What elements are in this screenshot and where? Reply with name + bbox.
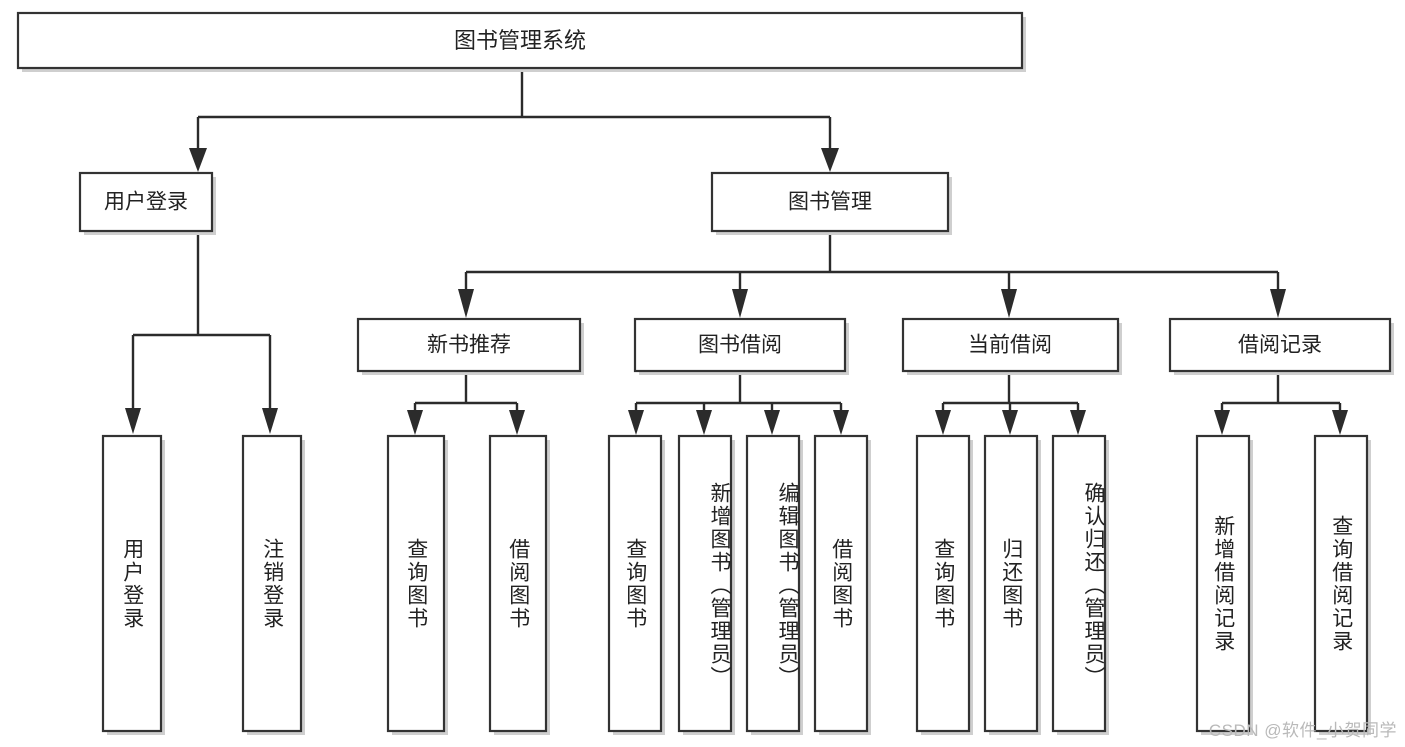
node-leaf-query-record-box[interactable] — [1313, 434, 1369, 733]
node-book-borrow-label: 图书借阅 — [698, 334, 782, 357]
node-leaf-query-book-2-box[interactable] — [607, 434, 663, 733]
arrow-leaf-confirm-return — [1070, 410, 1086, 435]
arrow-to-book-borrow — [732, 289, 748, 318]
arrow-to-new-book-recommend — [458, 289, 474, 318]
node-borrow-record[interactable]: 借阅记录 — [1168, 317, 1394, 375]
arrow-to-book-management — [821, 148, 839, 172]
node-root[interactable]: 图书管理系统 — [16, 11, 1026, 72]
node-leaf-user-login-box[interactable] — [101, 434, 163, 733]
node-leaf-return-book[interactable] — [983, 434, 1041, 735]
node-leaf-edit-book-box[interactable] — [745, 434, 801, 733]
node-leaf-query-record[interactable] — [1313, 434, 1371, 735]
arrow-leaf-query-book-3 — [935, 410, 951, 435]
node-leaf-query-book-3[interactable] — [915, 434, 973, 735]
node-leaf-borrow-book-2[interactable] — [813, 434, 871, 735]
node-leaf-add-record-box[interactable] — [1195, 434, 1251, 733]
node-new-book-recommend-label: 新书推荐 — [427, 334, 511, 357]
node-user-login[interactable]: 用户登录 — [78, 171, 216, 235]
node-leaf-query-book-3-box[interactable] — [915, 434, 971, 733]
node-leaf-user-login[interactable] — [101, 434, 165, 735]
node-book-management[interactable]: 图书管理 — [710, 171, 952, 235]
arrow-leaf-borrow-book-1 — [509, 410, 525, 435]
node-root-box[interactable] — [16, 11, 1024, 70]
node-book-borrow[interactable]: 图书借阅 — [633, 317, 849, 375]
node-leaf-query-book-1[interactable] — [386, 434, 448, 735]
node-borrow-record-label: 借阅记录 — [1238, 334, 1322, 357]
node-leaf-query-book-2[interactable] — [607, 434, 665, 735]
arrow-leaf-query-book-1 — [407, 410, 423, 435]
arrow-leaf-user-login — [125, 408, 141, 434]
arrow-to-user-login — [189, 148, 207, 172]
node-root-label: 图书管理系统 — [454, 28, 586, 53]
node-leaf-add-record[interactable] — [1195, 434, 1253, 735]
arrow-leaf-add-record — [1214, 410, 1230, 435]
node-current-borrow[interactable]: 当前借阅 — [901, 317, 1122, 375]
node-leaf-return-book-box[interactable] — [983, 434, 1039, 733]
arrow-to-current-borrow — [1001, 289, 1017, 318]
node-new-book-recommend-box[interactable] — [356, 317, 582, 373]
node-leaf-borrow-book-1-box[interactable] — [488, 434, 548, 733]
node-leaf-add-book[interactable] — [677, 434, 735, 735]
node-book-management-box[interactable] — [710, 171, 950, 233]
node-leaf-query-book-1-box[interactable] — [386, 434, 446, 733]
node-new-book-recommend[interactable]: 新书推荐 — [356, 317, 584, 375]
connector-layer — [125, 70, 1348, 435]
arrow-leaf-borrow-book-2 — [833, 410, 849, 435]
arrow-leaf-return-book — [1002, 410, 1018, 435]
arrow-leaf-query-record — [1332, 410, 1348, 435]
node-current-borrow-label: 当前借阅 — [968, 334, 1052, 357]
csdn-watermark: CSDN @软件_小贺同学 — [1208, 721, 1397, 740]
arrow-leaf-add-book — [696, 410, 712, 435]
node-leaf-borrow-book-2-box[interactable] — [813, 434, 869, 733]
arrow-to-borrow-record — [1270, 289, 1286, 318]
leaf-nodes-layer — [101, 434, 1371, 735]
arrow-leaf-query-book-2 — [628, 410, 644, 435]
node-book-borrow-box[interactable] — [633, 317, 847, 373]
node-leaf-confirm-return-box[interactable] — [1051, 434, 1107, 733]
node-user-login-label: 用户登录 — [104, 191, 188, 214]
node-leaf-confirm-return[interactable] — [1051, 434, 1109, 735]
node-leaf-edit-book[interactable] — [745, 434, 803, 735]
node-leaf-add-book-box[interactable] — [677, 434, 733, 733]
node-book-management-label: 图书管理 — [788, 191, 872, 214]
node-leaf-borrow-book-1[interactable] — [488, 434, 550, 735]
node-current-borrow-box[interactable] — [901, 317, 1120, 373]
node-leaf-user-logout[interactable] — [241, 434, 305, 735]
node-borrow-record-box[interactable] — [1168, 317, 1392, 373]
node-user-login-box[interactable] — [78, 171, 214, 233]
arrow-leaf-edit-book — [764, 410, 780, 435]
node-leaf-user-logout-box[interactable] — [241, 434, 303, 733]
arrow-leaf-user-logout — [262, 408, 278, 434]
